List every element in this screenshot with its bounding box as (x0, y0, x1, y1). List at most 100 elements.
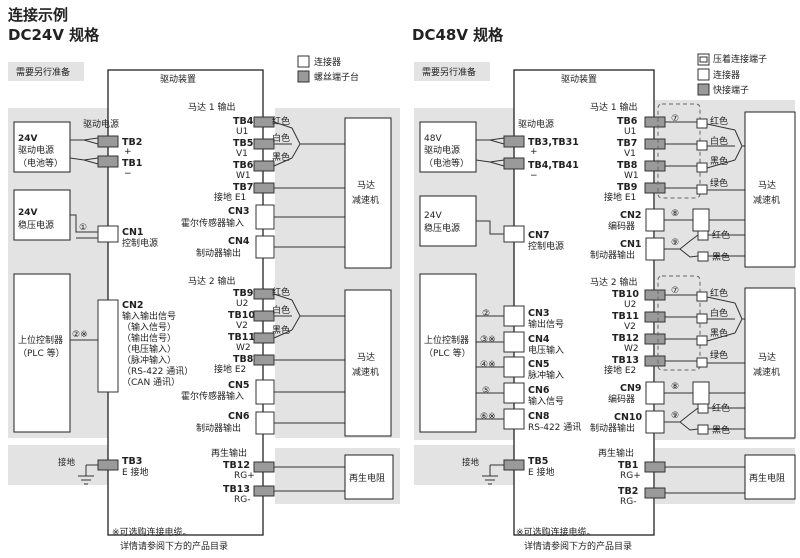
right-tb8-terminal (644, 160, 666, 172)
right-cn2-circ: ⑧ (671, 209, 679, 219)
right-brake1-crimp-b (697, 251, 709, 262)
crimp-2 (696, 140, 708, 151)
right-cn5-desc: 脉冲输入 (528, 369, 564, 381)
right-m1-circ7: ⑦ (671, 114, 679, 124)
left-ground-label: 接地 (58, 457, 76, 468)
left-24v-drive-source (13, 121, 71, 173)
right-brake2-crimp-b (697, 424, 709, 435)
right-w2: W2 (624, 344, 639, 354)
right-ground-label: 接地 (462, 457, 480, 468)
right-cn10-desc: 制动器输出 (590, 422, 635, 434)
left-tb1-sign: − (124, 169, 132, 179)
left-cn2-l2: （输入信号） (122, 321, 176, 333)
right-motor1-l2: 减速机 (753, 194, 780, 206)
left-tb12-terminal (253, 461, 275, 473)
legend-screw-terminal-icon (297, 70, 310, 83)
right-tb5-name: TB5 (528, 456, 548, 467)
crimp-1 (696, 118, 708, 129)
left-motor2-l2: 减速机 (352, 366, 379, 378)
left-motor2-terms: TB9 U2 TB10 V2 TB11 W2 TB8 接地 E2 (214, 288, 255, 375)
left-cn5-name: CN5 (228, 380, 250, 391)
left-cn2-l3: （输出信号） (122, 332, 176, 344)
left-prep-label-box (8, 62, 84, 81)
left-tb9-terminal (253, 288, 275, 300)
left-cn4-desc: 制动器输出 (196, 247, 241, 259)
right-motor1-box (744, 111, 796, 268)
right-motor2-out: 马达 2 输出 (590, 276, 637, 288)
left-driver-frame (107, 69, 264, 536)
left-regen-label: 再生电阻 (349, 472, 385, 484)
left-motor1-l1: 马达 (357, 179, 375, 191)
right-cn7-connector (503, 225, 525, 243)
left-motor2-out: 马达 2 输出 (188, 275, 235, 287)
left-src1-l3: （电池等） (18, 157, 63, 169)
right-brake2-black: 黑色 (712, 424, 730, 436)
right-tb11: TB11 (612, 311, 639, 322)
right-v2: V2 (624, 322, 636, 332)
right-driver-title: 驱动装置 (561, 73, 597, 85)
left-cn3-name: CN3 (228, 206, 250, 217)
right-cn4-desc: 电压输入 (528, 344, 564, 356)
left-tb9: TB9 (233, 288, 253, 299)
left-legend-screw: 螺丝端子台 (314, 71, 359, 83)
left-tb13-terminal (253, 485, 275, 497)
right-brake1-black: 黑色 (712, 251, 730, 263)
right-cn10-name: CN10 (614, 412, 643, 423)
left-cn1-name: CN1 (122, 227, 144, 238)
right-tb10: TB10 (612, 289, 639, 300)
left-src2-l2: 稳压电源 (18, 219, 54, 231)
right-tb5-desc: E 接地 (528, 466, 555, 478)
left-e2: 接地 E2 (214, 363, 246, 375)
right-prep-label: 需要另行准备 (422, 66, 476, 78)
left-u1: U1 (236, 127, 248, 137)
right-brake2-wires (708, 407, 745, 430)
right-tb-minus-sign: − (530, 171, 538, 181)
left-regen-wires (274, 466, 345, 492)
left-legend-connector: 连接器 (314, 56, 341, 68)
right-legend-crimp: 压着连接端子 (713, 53, 767, 65)
left-tb4-terminal (253, 116, 275, 128)
left-tb11: TB11 (228, 332, 255, 343)
left-tb6: TB6 (233, 160, 254, 171)
left-tb8: TB8 (233, 354, 254, 365)
right-tb6-terminal (644, 116, 666, 128)
left-tb6-terminal (253, 160, 275, 172)
left-cn5-connector (255, 379, 275, 405)
right-24v-reg-source (419, 195, 477, 247)
right-cn9-name: CN9 (620, 383, 642, 394)
left-tb10: TB10 (228, 310, 255, 321)
right-cn8-desc: RS-422 通讯 (528, 422, 581, 433)
left-m1-white: 白色 (272, 132, 290, 144)
left-v2: V2 (236, 321, 248, 331)
right-plc-l2: （PLC 等） (424, 347, 471, 359)
left-drive-power: 驱动电源 (83, 118, 119, 130)
left-tb13-pin: RG- (234, 495, 250, 505)
right-tb4-terminal (503, 157, 525, 170)
right-tb12: TB12 (612, 333, 639, 344)
right-cn3-name: CN3 (528, 308, 550, 319)
right-motor1-crimp-group (657, 103, 701, 199)
right-cn7-name: CN7 (528, 230, 550, 241)
right-tb-plus: TB3,TB31 (528, 137, 579, 148)
right-brake2-crimp-a (697, 403, 709, 414)
right-tb2-terminal (644, 487, 666, 499)
right-m2-white: 白色 (710, 307, 728, 319)
right-cn9-circ: ⑧ (671, 382, 679, 392)
left-cn2-name: CN2 (122, 300, 144, 311)
left-tb3-terminal (97, 459, 119, 471)
right-src1-l1: 48V (424, 134, 442, 144)
right-power-wires (475, 137, 505, 167)
left-note-1: ※可选购连接电缆。 (112, 526, 192, 538)
right-cn5-connector (503, 356, 525, 378)
left-cn2-connector (97, 299, 119, 393)
left-tb5: TB5 (233, 138, 253, 149)
right-cn9-mating (692, 381, 710, 405)
left-cn4-connector (255, 235, 275, 259)
right-m1-white: 白色 (710, 135, 728, 147)
right-cn10-connector (645, 410, 665, 434)
right-cn3-circ: ② (482, 309, 490, 319)
left-cn4-name: CN4 (228, 236, 250, 247)
left-motor2-box (344, 289, 392, 437)
right-cn6-desc: 输入信号 (528, 395, 564, 407)
left-tb8-terminal (253, 354, 275, 366)
